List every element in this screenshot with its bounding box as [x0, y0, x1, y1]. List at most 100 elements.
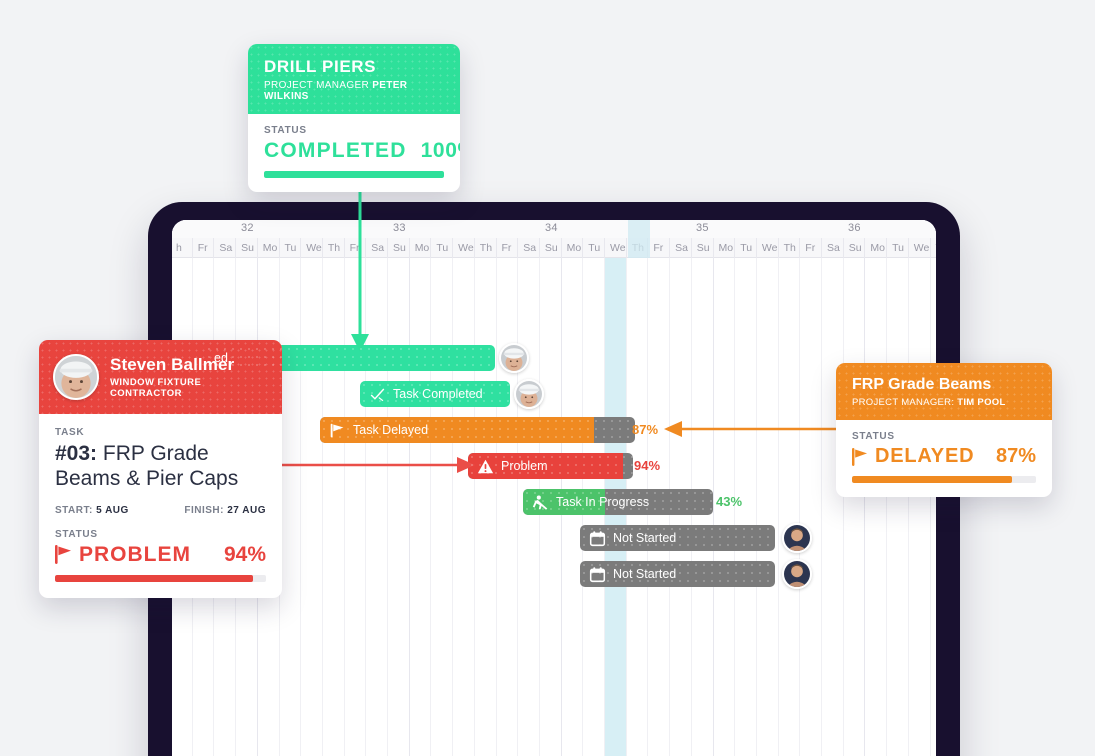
day-cell-27[interactable]: We: [755, 238, 778, 258]
day-cell-9[interactable]: Sa: [365, 238, 387, 258]
day-cell-32[interactable]: Mo: [864, 238, 886, 258]
grid-line: [821, 258, 822, 756]
grid-line: [408, 258, 410, 756]
grid-line: [321, 258, 323, 756]
bar-label-wrap: Not Started: [580, 530, 676, 547]
grid-line: [712, 258, 714, 756]
connector-orange-arrow: [664, 421, 854, 437]
bar-texture: [205, 345, 495, 371]
bar-label-wrap: Task In Progress: [523, 494, 649, 511]
day-cell-0[interactable]: h: [172, 238, 192, 258]
task-bar-completed-2[interactable]: Task Completed: [360, 381, 510, 407]
day-cell-2[interactable]: Sa: [213, 238, 235, 258]
avatar-task-bar-completed-1[interactable]: [499, 343, 529, 373]
bar-fill: [468, 453, 624, 479]
avatar-task-bar-completed-2[interactable]: [514, 379, 544, 409]
flag-icon: [55, 545, 71, 565]
day-cell-6[interactable]: We: [300, 238, 322, 258]
day-cell-23[interactable]: Sa: [669, 238, 691, 258]
grid-line: [473, 258, 475, 756]
task-bar-not-started-2[interactable]: Not Started: [580, 561, 775, 587]
day-cell-11[interactable]: Mo: [408, 238, 431, 258]
day-cell-20[interactable]: We: [604, 238, 626, 258]
grid-line: [799, 258, 801, 756]
day-cell-25[interactable]: Mo: [712, 238, 735, 258]
card-task-title: FRP Grade Beams & Pier Caps: [55, 442, 239, 490]
card-title-drill-piers: DRILL PIERS: [264, 57, 377, 76]
card-progress-ballmer: [55, 574, 266, 582]
card-task-label: TASK: [55, 427, 85, 438]
bar-label-wrap: Problem: [468, 458, 548, 475]
bar-label: Task In Progress: [556, 495, 650, 509]
day-cell-33[interactable]: Tu: [886, 238, 908, 258]
callout-card-steven-ballmer[interactable]: Steven Ballmer WINDOW FIXTURE CONTRACTOR…: [39, 340, 282, 598]
day-cell-14[interactable]: Th: [473, 238, 496, 258]
day-cell-24[interactable]: Su: [690, 238, 713, 258]
task-bar-problem-percent: 94%: [634, 458, 661, 473]
day-cell-10[interactable]: Su: [387, 238, 409, 258]
card-task-number: #03:: [55, 442, 98, 465]
day-cell-17[interactable]: Su: [538, 238, 561, 258]
grid-line: [734, 258, 736, 756]
day-cell-8[interactable]: Fr: [343, 238, 366, 258]
task-bar-in-progress[interactable]: Task In Progress: [523, 489, 713, 515]
card-start-value: 5 AUG: [96, 504, 129, 516]
grid-line: [300, 258, 302, 756]
day-cell-31[interactable]: Su: [842, 238, 865, 258]
day-cell-12[interactable]: Tu: [430, 238, 452, 258]
day-cell-7[interactable]: Th: [321, 238, 344, 258]
day-cell-34[interactable]: We: [907, 238, 930, 258]
task-bar-not-started-1[interactable]: Not Started: [580, 525, 775, 551]
day-cell-4[interactable]: Mo: [256, 238, 279, 258]
callout-card-drill-piers[interactable]: DRILL PIERS PROJECT MANAGER PETER WILKIN…: [248, 44, 460, 192]
bar-texture: [523, 489, 713, 515]
card-body-frp: STATUS DELAYED 87%: [836, 420, 1052, 497]
bar-texture: [580, 525, 775, 551]
task-bar-in-progress-percent: 43%: [716, 494, 743, 509]
check-icon: [369, 386, 386, 403]
grid-line: [430, 258, 432, 756]
day-cell-15[interactable]: Fr: [495, 238, 518, 258]
task-bar-problem[interactable]: Problem: [468, 453, 633, 479]
day-cell-3[interactable]: Su: [235, 238, 257, 258]
day-cell-26[interactable]: Tu: [734, 238, 756, 258]
card-percent-ballmer: 94%: [223, 542, 266, 566]
calendar-icon: [589, 566, 606, 583]
grid-line: [777, 258, 779, 756]
task-bar-delayed[interactable]: Task Delayed: [320, 417, 635, 443]
card-header-steven-ballmer: Steven Ballmer WINDOW FIXTURE CONTRACTOR: [39, 340, 282, 414]
card-percent-drill-piers: 100%: [420, 139, 460, 162]
grid-line: [886, 258, 888, 756]
grid-line: [929, 258, 931, 756]
today-marker-header: [628, 220, 650, 258]
card-person-role: WINDOW FIXTURE CONTRACTOR: [110, 377, 202, 399]
bar-label-wrap: Not Started: [580, 566, 676, 583]
day-cell-19[interactable]: Tu: [582, 238, 604, 258]
day-cell-1[interactable]: Fr: [191, 238, 214, 258]
avatar-task-bar-not-started-2[interactable]: [782, 559, 812, 589]
avatar-task-bar-not-started-1[interactable]: [782, 523, 812, 553]
day-cell-30[interactable]: Sa: [821, 238, 843, 258]
day-cell-18[interactable]: Mo: [560, 238, 583, 258]
day-cell-29[interactable]: Fr: [799, 238, 821, 258]
day-cell-28[interactable]: Th: [777, 238, 800, 258]
card-header-frp: FRP Grade Beams PROJECT MANAGER: TIM POO…: [836, 363, 1052, 420]
day-cell-35[interactable]: Th: [929, 238, 936, 258]
bar-label: ed: [214, 351, 228, 365]
card-manager-prefix-frp: PROJECT MANAGER:: [852, 397, 955, 408]
callout-card-frp-grade-beams[interactable]: FRP Grade Beams PROJECT MANAGER: TIM POO…: [836, 363, 1052, 497]
bar-texture: [320, 417, 635, 443]
day-cell-16[interactable]: Sa: [517, 238, 539, 258]
card-progress-drill-piers: [264, 171, 444, 178]
card-status-label-frp: STATUS: [852, 431, 895, 442]
day-cell-5[interactable]: Tu: [278, 238, 301, 258]
task-bar-completed-1[interactable]: ed: [205, 345, 495, 371]
day-cell-13[interactable]: We: [452, 238, 474, 258]
bar-texture: [360, 381, 510, 407]
